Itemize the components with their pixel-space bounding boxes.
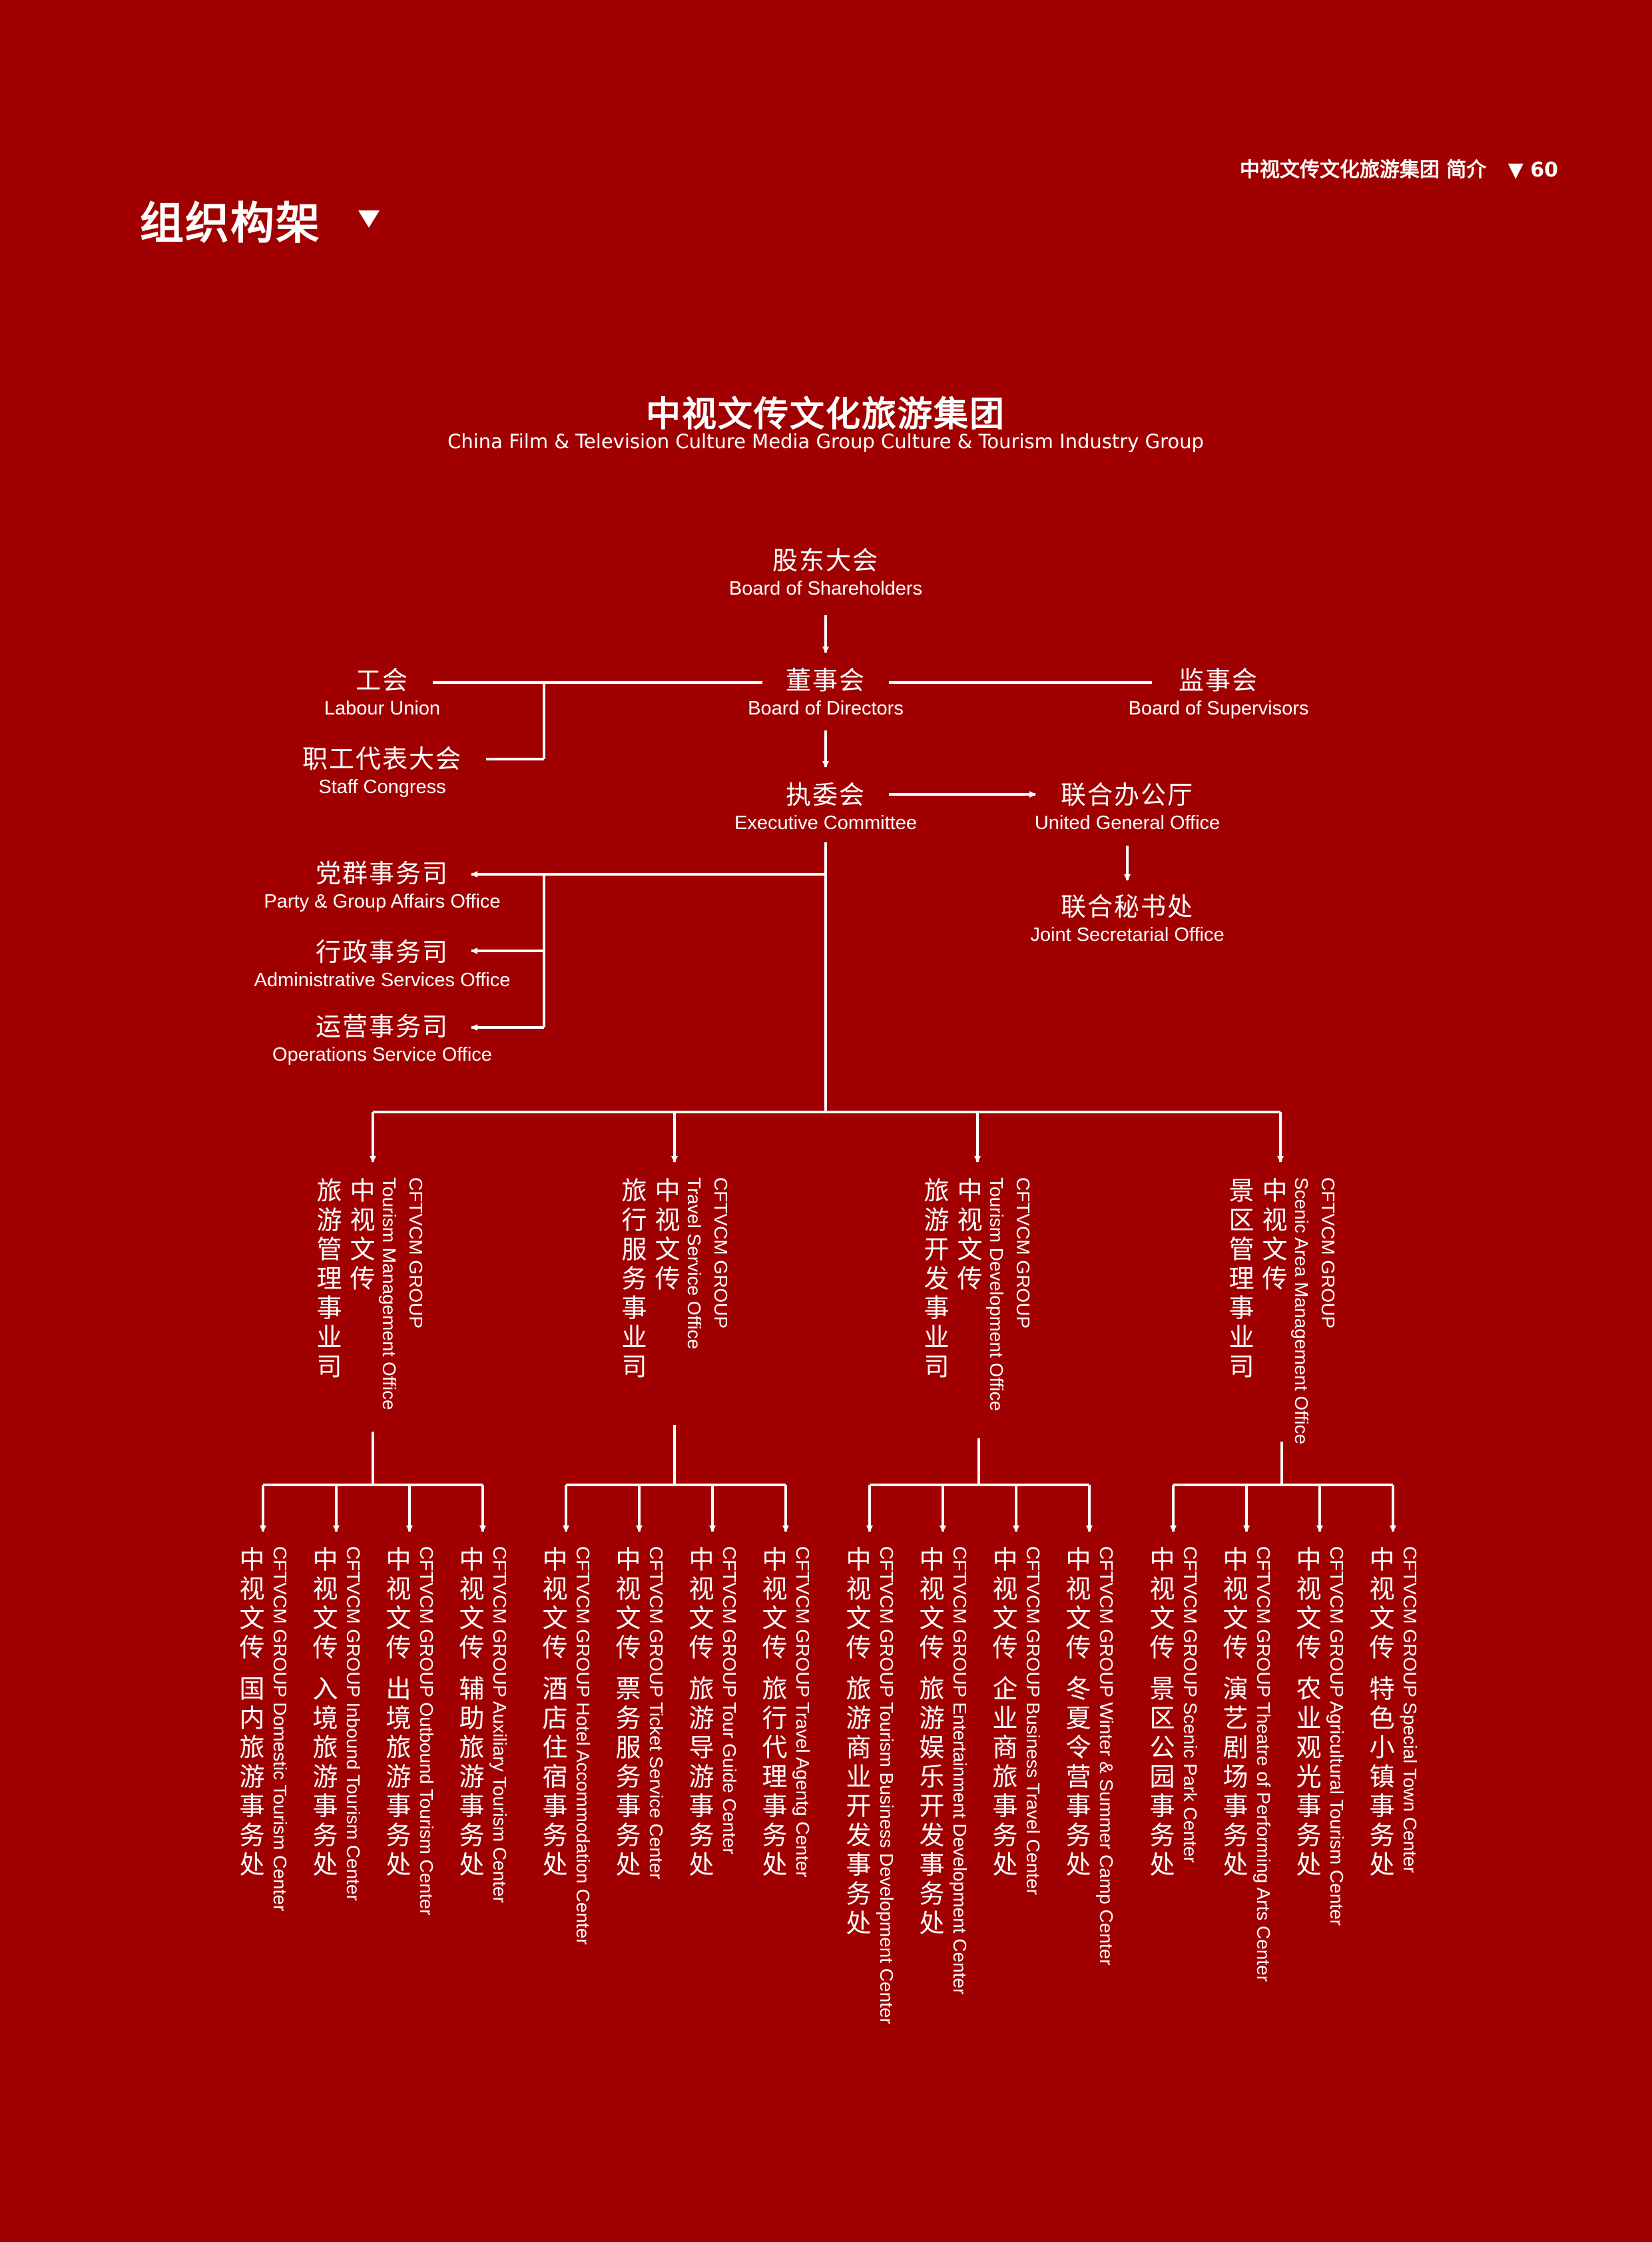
header-doc-title: 中视文传文化旅游集团 简介 ▼ 60	[1159, 153, 1558, 182]
node-joint-secretarial-office: 联合秘书处 Joint Secretarial Office	[928, 891, 1327, 947]
node-supervisors: 监事会 Board of Supervisors	[1019, 665, 1418, 720]
center-en: CFTVCM GROUP Domestic Tourism Center	[270, 1546, 290, 1912]
node-cn: 职工代表大会	[302, 744, 462, 774]
node-labour-union: 工会 Labour Union	[182, 665, 582, 720]
section-title: 组织构架	[140, 198, 321, 249]
center-en: CFTVCM GROUP Tour Guide Center	[719, 1546, 740, 1854]
center-cn: 中视文传 冬夏令营事务处	[1061, 1546, 1091, 1881]
node-en: Staff Congress	[318, 776, 446, 798]
node-cn: 运营事务司	[315, 1012, 449, 1041]
node-staff-congress: 职工代表大会 Staff Congress	[182, 743, 582, 799]
node-en: Board of Directors	[748, 698, 904, 719]
node-cn: 党群事务司	[315, 859, 449, 888]
group-name-cn: 中视文传文化旅游集团	[645, 395, 1005, 435]
center-cn: 中视文传 演艺剧场事务处	[1219, 1546, 1248, 1881]
node-en: Party & Group Affairs Office	[264, 891, 501, 912]
center-cn: 中视文传 国内旅游事务处	[235, 1546, 264, 1881]
center-cn: 中视文传 入境旅游事务处	[308, 1546, 338, 1881]
division-cn-line2: 旅游开发事业司	[920, 1177, 949, 1382]
node-en: Board of Shareholders	[728, 578, 923, 599]
division-en-line2: Travel Service Office	[684, 1177, 704, 1350]
center-en: CFTVCM GROUP Auxiliary Tourism Center	[489, 1546, 510, 1903]
center-cn: 中视文传 旅行代理事务处	[758, 1546, 787, 1881]
division-cn-line1: 中视文传	[1258, 1177, 1287, 1294]
center-en: CFTVCM GROUP Tourism Business Developmen…	[876, 1546, 897, 2024]
node-cn: 联合办公厅	[1060, 780, 1194, 810]
page-number: ▼ 60	[1508, 158, 1558, 182]
center-cn: 中视文传 出境旅游事务处	[382, 1546, 411, 1881]
division-en-line1: CFTVCM GROUP	[1013, 1177, 1033, 1329]
node-cn: 执委会	[785, 780, 866, 810]
node-party-group-affairs: 党群事务司 Party & Group Affairs Office	[182, 858, 582, 914]
node-cn: 股东大会	[772, 546, 879, 575]
division-en-line1: CFTVCM GROUP	[406, 1177, 426, 1329]
center-cn: 中视文传 旅游娱乐开发事务处	[915, 1546, 944, 1940]
center-cn: 中视文传 酒店住宿事务处	[538, 1546, 567, 1881]
division-en-line1: CFTVCM GROUP	[1318, 1177, 1338, 1329]
center-en: CFTVCM GROUP Agricultural Tourism Center	[1326, 1546, 1347, 1926]
division-cn-line2: 景区管理事业司	[1225, 1177, 1254, 1382]
center-en: CFTVCM GROUP Outbound Tourism Center	[416, 1546, 437, 1916]
division-cn-line1: 中视文传	[953, 1177, 982, 1294]
header-title-text: 中视文传文化旅游集团 简介	[1239, 158, 1487, 182]
center-cn: 中视文传 旅游导游事务处	[685, 1546, 714, 1881]
node-cn: 监事会	[1178, 666, 1258, 695]
node-en: Board of Supervisors	[1128, 698, 1309, 719]
center-en: CFTVCM GROUP Hotel Accommodation Center	[573, 1546, 593, 1945]
node-en: Labour Union	[324, 698, 441, 719]
division-cn-line1: 中视文传	[346, 1177, 375, 1294]
triangle-down-icon	[358, 210, 380, 228]
center-en: CFTVCM GROUP Travel Agentg Center	[792, 1546, 813, 1878]
center-en: CFTVCM GROUP Special Town Center	[1400, 1546, 1420, 1873]
node-operations-service: 运营事务司 Operations Service Office	[182, 1011, 582, 1067]
center-cn: 中视文传 企业商旅事务处	[988, 1546, 1017, 1881]
node-en: Administrative Services Office	[254, 970, 511, 991]
center-cn: 中视文传 辅助旅游事务处	[455, 1546, 484, 1881]
node-cn: 行政事务司	[315, 938, 449, 967]
center-cn: 中视文传 农业观光事务处	[1292, 1546, 1321, 1881]
center-cn: 中视文传 票务服务事务处	[611, 1546, 641, 1881]
node-cn: 工会	[355, 666, 409, 695]
center-en: CFTVCM GROUP Scenic Park Center	[1180, 1546, 1201, 1863]
center-en: CFTVCM GROUP Business Travel Center	[1023, 1546, 1043, 1895]
node-directors: 董事会 Board of Directors	[626, 665, 1025, 720]
node-executive-committee: 执委会 Executive Committee	[626, 779, 1025, 835]
center-en: CFTVCM GROUP Inbound Tourism Center	[343, 1546, 364, 1901]
division-en-line2: Tourism Management Office	[379, 1177, 400, 1410]
node-cn: 董事会	[785, 666, 866, 695]
division-en-line2: Tourism Development Office	[986, 1177, 1007, 1412]
center-cn: 中视文传 特色小镇事务处	[1365, 1546, 1394, 1881]
division-en-line2: Scenic Area Management Office	[1291, 1177, 1312, 1445]
division-cn-line1: 中视文传	[651, 1177, 680, 1294]
center-en: CFTVCM GROUP Winter & Summer Camp Center	[1096, 1546, 1117, 1966]
center-en: CFTVCM GROUP Theatre of Performing Arts …	[1253, 1546, 1274, 1982]
center-cn: 中视文传 旅游商业开发事务处	[842, 1546, 871, 1940]
node-en: Joint Secretarial Office	[1030, 924, 1225, 946]
group-name-en: China Film & Television Culture Media Gr…	[447, 430, 1204, 453]
division-en-line1: CFTVCM GROUP	[710, 1177, 731, 1329]
node-en: United General Office	[1034, 812, 1221, 834]
node-en: Executive Committee	[734, 812, 917, 834]
division-cn-line2: 旅游管理事业司	[312, 1177, 342, 1382]
node-administrative-services: 行政事务司 Administrative Services Office	[182, 936, 582, 992]
node-shareholders: 股东大会 Board of Shareholders	[626, 545, 1025, 601]
division-cn-line2: 旅行服务事业司	[617, 1177, 647, 1382]
center-cn: 中视文传 景区公园事务处	[1145, 1546, 1175, 1881]
node-en: Operations Service Office	[272, 1044, 492, 1065]
center-en: CFTVCM GROUP Entertainment Development C…	[950, 1546, 970, 1995]
node-cn: 联合秘书处	[1060, 892, 1194, 922]
node-united-general-office: 联合办公厅 United General Office	[928, 779, 1327, 835]
center-en: CFTVCM GROUP Ticket Service Center	[646, 1546, 667, 1880]
